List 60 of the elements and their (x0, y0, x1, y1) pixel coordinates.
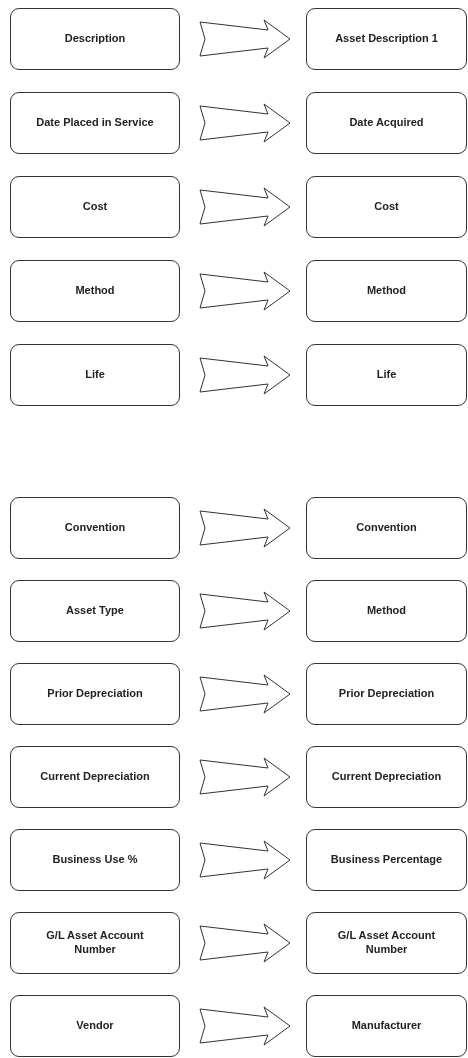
field-box (306, 995, 467, 1057)
field-box (10, 8, 180, 70)
field-box (10, 176, 180, 238)
block-arrow (199, 1006, 291, 1046)
field-label: Manufacturer (351, 1019, 422, 1033)
block-arrow (199, 187, 291, 227)
field-label: Convention (64, 521, 126, 535)
field-box (306, 912, 467, 974)
field-box (306, 829, 467, 891)
field-label: Method (366, 604, 407, 618)
field-label: Method (75, 284, 115, 298)
field-box (306, 92, 467, 154)
block-arrow (199, 271, 291, 311)
field-label: Date Placed in Service (36, 116, 154, 130)
block-arrow (199, 840, 291, 880)
field-box (306, 260, 467, 322)
block-arrow (199, 19, 291, 59)
field-label: Asset Description 1 (335, 32, 438, 46)
field-box (10, 344, 180, 406)
field-box (306, 344, 467, 406)
field-box (10, 746, 180, 808)
field-box (10, 912, 180, 974)
block-arrow (199, 757, 291, 797)
field-label: Current Depreciation (331, 770, 442, 784)
block-arrow (199, 355, 291, 395)
field-box (10, 995, 180, 1057)
field-label: Description (64, 32, 126, 46)
field-label: Convention (356, 521, 417, 535)
field-label: Cost (82, 200, 108, 214)
field-box (306, 663, 467, 725)
field-label: Business Percentage (330, 853, 443, 867)
field-box (10, 580, 180, 642)
block-arrow (199, 508, 291, 548)
field-label: Date Acquired (349, 116, 424, 130)
field-box (306, 176, 467, 238)
field-box (306, 580, 467, 642)
field-label: Life (85, 368, 105, 382)
block-arrow (199, 923, 291, 963)
field-label: Current Depreciation (40, 770, 150, 784)
field-box (10, 663, 180, 725)
field-label: Cost (374, 200, 399, 214)
field-box (10, 92, 180, 154)
block-arrow (199, 103, 291, 143)
field-label: Asset Type (66, 604, 124, 618)
field-box (10, 260, 180, 322)
block-arrow (199, 674, 291, 714)
field-label: Life (376, 368, 397, 382)
field-label: G/L Asset Account Number (45, 929, 145, 957)
field-label: Prior Depreciation (47, 687, 143, 701)
field-box (306, 746, 467, 808)
field-label: G/L Asset Account Number (336, 929, 437, 957)
field-label: Method (366, 284, 407, 298)
field-label: Vendor (76, 1019, 114, 1033)
field-box (306, 8, 467, 70)
field-box (10, 497, 180, 559)
field-box (10, 829, 180, 891)
block-arrow (199, 591, 291, 631)
field-label: Prior Depreciation (338, 687, 435, 701)
field-box (306, 497, 467, 559)
field-label: Business Use % (52, 853, 138, 867)
